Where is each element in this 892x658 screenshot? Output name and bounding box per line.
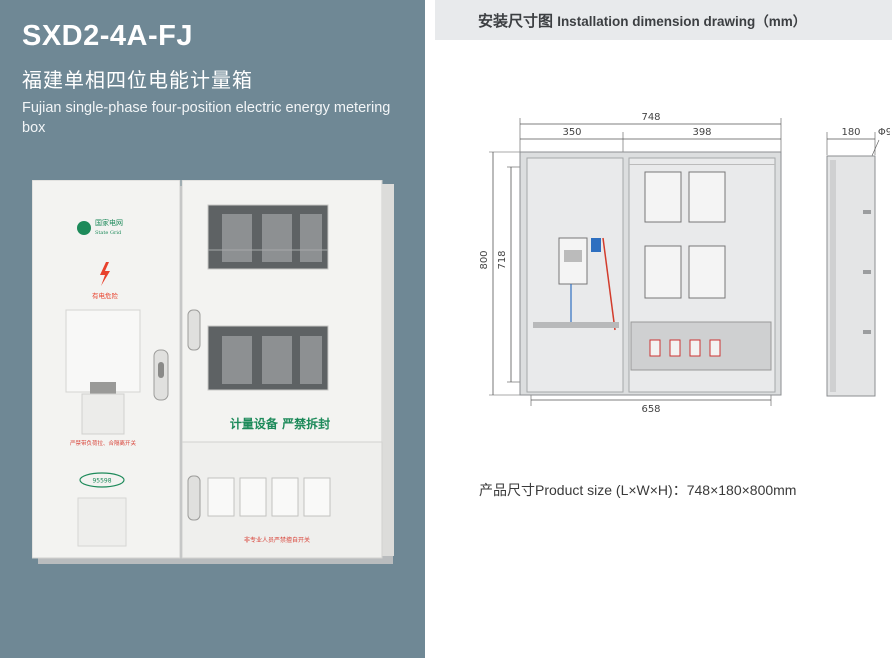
lightning-icon [100,262,110,286]
bottom-notice: 非专业人员严禁擅自开关 [244,536,310,544]
dim-total-width: 748 [641,112,660,123]
product-photo: 国家电网 State Grid 有电危险 严禁带负荷拉、合隔离开关 95598 … [32,180,394,564]
dim-height-inner: 718 [497,250,508,269]
dim-hole: Φ9 [878,127,890,138]
dim-height-total: 800 [479,250,490,269]
hotline-badge: 95598 [92,478,111,485]
header-title-cn: 安装尺寸图 [478,13,554,30]
product-panel: SXD2-4A-FJ 福建单相四位电能计量箱 Fujian single-pha… [0,0,425,658]
dim-bottom-width: 658 [641,404,660,415]
product-title-en: Fujian single-phase four-position electr… [22,100,391,136]
dim-depth: 180 [841,127,860,138]
brand-label: 国家电网 [95,218,123,227]
dim-left-width: 350 [562,127,581,138]
warning-label: 有电危险 [92,291,119,300]
installation-drawing: 748 350 398 800 718 658 180 Φ9 [479,112,890,415]
model-number: SXD2-4A-FJ [22,20,193,52]
product-size-text: 产品尺寸Product size (L×W×H)：748×180×800mm [479,482,797,498]
dim-right-width: 398 [692,127,711,138]
brand-en-label: State Grid [95,230,122,236]
state-grid-logo: 国家电网 State Grid [77,218,123,236]
dimension-panel: 安装尺寸图 Installation dimension drawing（mm）… [435,0,892,658]
meter-notice: 计量设备 严禁拆封 [230,416,330,431]
switch-notice: 严禁带负荷拉、合隔离开关 [70,439,137,447]
product-title-cn: 福建单相四位电能计量箱 [22,70,253,92]
side-view [826,155,876,397]
front-view [519,151,782,396]
header-title-en: Installation dimension drawing（mm） [557,14,807,29]
section-header: 安装尺寸图 Installation dimension drawing（mm） [435,0,892,40]
